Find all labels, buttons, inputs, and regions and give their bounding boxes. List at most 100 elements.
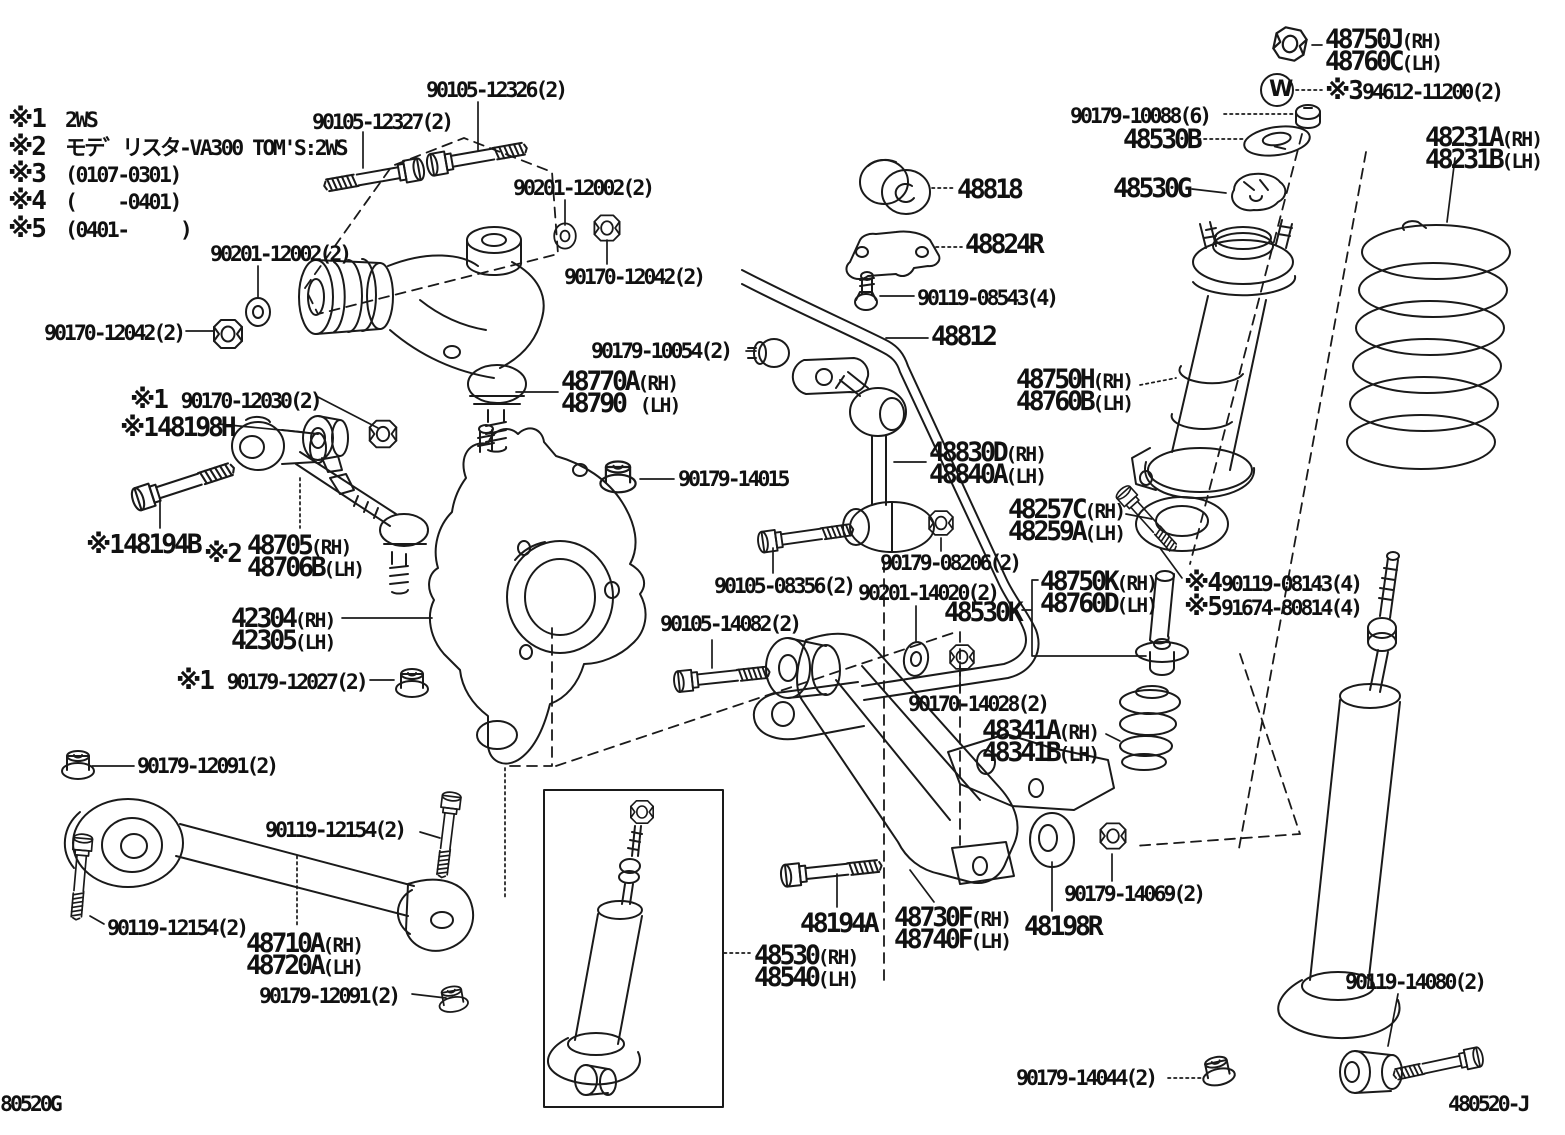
part-label-90105-14082: 90105-14082(2): [660, 614, 802, 636]
part-label-48750J: 48750J(RH): [1325, 26, 1443, 53]
part-label-48341B: 48341B(LH): [982, 737, 1100, 768]
label-number: 48341A: [982, 715, 1062, 746]
label-side: (LH): [1401, 52, 1444, 75]
legend-mark: ※1: [8, 104, 47, 134]
label-number: 48231A: [1425, 122, 1505, 153]
label-side: (RH): [1116, 572, 1159, 595]
part-label-48830D: 48830D(RH): [929, 437, 1048, 468]
label-number: 48341B: [982, 737, 1062, 768]
label-marker: ※1: [86, 530, 125, 560]
label-number: 48194A: [800, 908, 880, 939]
label-side: (LH): [323, 558, 366, 581]
part-label-code-right: 480520-J: [1448, 1094, 1531, 1116]
legend-mark: ※5: [8, 213, 47, 244]
part-label-48259A: 48259A(LH): [1008, 518, 1127, 545]
label-side: (LH): [322, 956, 365, 979]
label-number: 48790: [561, 388, 628, 419]
label-number: 90179-14015: [678, 467, 790, 492]
part-label-48720A: 48720A(LH): [246, 952, 365, 979]
label-number: 48231B: [1425, 144, 1505, 175]
label-marker: ※5: [1184, 592, 1223, 622]
spring-seat-48257C-drawing: [1135, 496, 1229, 552]
part-label-48818: 48818: [957, 174, 1024, 205]
label-number: 48760D: [1040, 588, 1120, 619]
label-side: (LH): [1084, 522, 1127, 545]
part-label-90119-12154-l: 90119-12154(2): [107, 916, 249, 941]
label-side: (RH): [1005, 443, 1048, 466]
label-number: 48257C: [1008, 494, 1088, 525]
label-number: 48530G: [1113, 173, 1193, 204]
label-side: (LH): [639, 394, 682, 417]
label-number: 48198H: [156, 412, 237, 443]
part-label-48750H: 48750H(RH): [1016, 364, 1134, 395]
label-side: (RH): [1084, 500, 1127, 523]
stabilizer-bushing-bracket-drawing: [845, 158, 941, 311]
label-number: 90201-12002(2): [210, 242, 352, 267]
label-side: (RH): [817, 946, 860, 969]
label-number: 90201-12002(2): [513, 176, 655, 201]
label-number: 48710A: [246, 928, 326, 959]
part-label-90179-14044: 90179-14044(2): [1016, 1066, 1158, 1091]
label-number: 90105-08356(2): [714, 574, 856, 599]
label-side: (LH): [294, 631, 337, 654]
label-side: (LH): [1092, 392, 1135, 415]
part-label-48760C: 48760C(LH): [1325, 48, 1444, 75]
label-number: 90179-08206(2): [880, 551, 1022, 576]
part-label-48705: 48705(RH): [247, 532, 353, 559]
part-label-48198R: 48198R: [1024, 911, 1104, 942]
part-label-90119-14080: 90119-14080(2): [1345, 972, 1487, 994]
coil-spring-48231-drawing: [1346, 220, 1511, 470]
label-number: 48740F: [894, 924, 974, 955]
label-number: 90119-08143(4): [1220, 572, 1363, 597]
part-label-90119-12154-r: 90119-12154(2): [265, 820, 407, 842]
part-label-94612-11200: ※394612-11200(2): [1325, 76, 1504, 106]
label-number: 42304: [231, 603, 298, 634]
label-side: (RH): [294, 609, 337, 632]
label-number: 48750H: [1016, 364, 1096, 395]
label-number: 48818: [957, 174, 1024, 205]
part-label-90201-12002-r: 90201-12002(2): [513, 176, 655, 201]
legend-mark: ※2: [8, 132, 47, 163]
part-label-42304: 42304(RH): [231, 603, 337, 634]
legend-text: モテ゛リスタ-VA300 TOM'S:2WS: [65, 136, 349, 162]
label-number: 48706B: [247, 552, 327, 583]
leader-lines: [89, 44, 1456, 1047]
part-label-90179-12027: ※1 90179-12027(2): [176, 668, 369, 695]
knuckle-42304-drawing: [395, 424, 647, 765]
part-label-90170-12042-l: 90170-12042(2): [44, 321, 186, 346]
label-number: 94612-11200(2): [1361, 80, 1504, 105]
part-label-star2: ※2: [204, 540, 243, 568]
label-number: 48540: [754, 962, 821, 993]
label-number: 90170-12042(2): [44, 321, 186, 346]
part-label-48194B: ※148194B: [86, 530, 203, 560]
part-label-48530G: 48530G: [1113, 173, 1193, 204]
label-number: 91674-80814(4): [1220, 596, 1363, 621]
label-number: 48198R: [1024, 911, 1104, 942]
plug-bolt-90179-10054-drawing: [747, 338, 790, 368]
legend-mark: ※3: [8, 158, 47, 189]
label-number: 90170-12030(2): [180, 389, 323, 414]
label-number: 48530: [754, 940, 821, 971]
label-marker: ※1: [130, 385, 181, 415]
label-side: (RH): [970, 908, 1013, 931]
label-number: 48830D: [929, 437, 1009, 468]
label-number: 90119-12154(2): [107, 916, 249, 941]
part-label-48840A: 48840A(LH): [929, 461, 1047, 488]
label-marker: ※3: [1325, 76, 1364, 106]
inset-shock-48530-drawing: [543, 789, 724, 1108]
label-number: 90170-14028(2): [908, 692, 1050, 717]
part-label-48231A: 48231A(RH): [1425, 122, 1543, 153]
label-side: (RH): [310, 536, 353, 559]
label-marker: ※4: [1184, 568, 1223, 598]
label-number: 90179-14044(2): [1016, 1066, 1158, 1091]
label-number: 90179-12091(2): [137, 754, 279, 779]
label-marker: ※1: [120, 413, 159, 443]
cushion-retainer-bumpstop-drawing: [1113, 482, 1189, 771]
label-number: 90179-12027(2): [226, 670, 369, 695]
legend-text: (0107-0301): [65, 162, 182, 188]
part-label-48530K: 48530K: [944, 599, 1024, 626]
